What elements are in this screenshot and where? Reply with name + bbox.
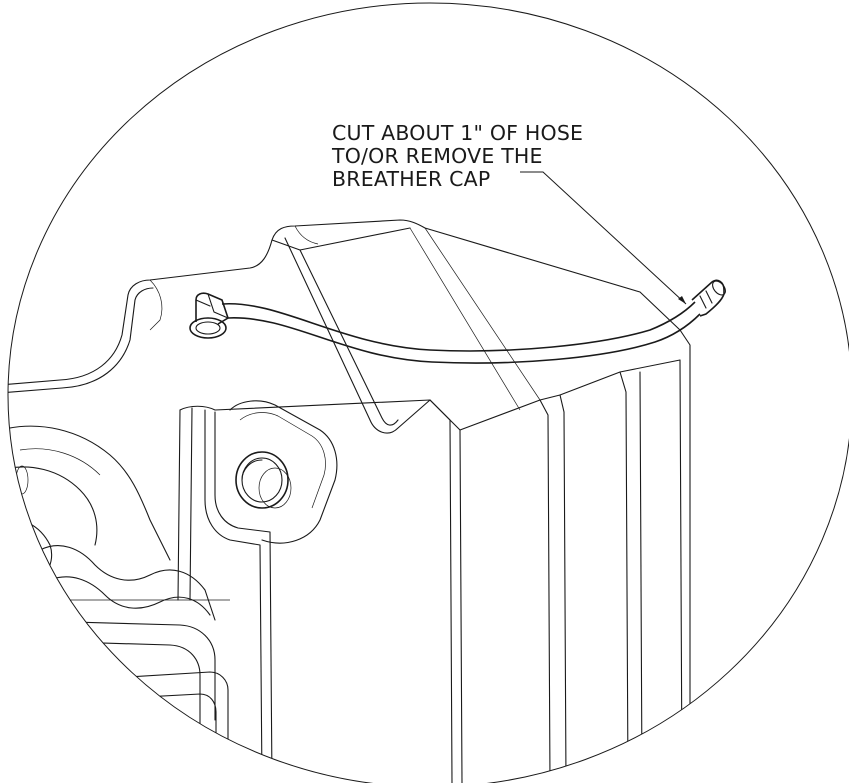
tank-top-outline <box>8 219 691 783</box>
detail-circle-outline <box>7 2 849 783</box>
callout-line-3: BREATHER CAP <box>332 167 491 191</box>
tank-ridge <box>284 237 431 434</box>
callout-label: CUT ABOUT 1" OF HOSE TO/OR REMOVE THE BR… <box>332 122 583 191</box>
callout-leader-line <box>520 171 687 305</box>
tank-side-wall <box>179 359 681 431</box>
breather-cap-icon <box>691 279 726 317</box>
drain-plug <box>235 451 292 509</box>
elbow-fitting-icon <box>189 292 229 339</box>
callout-line-1: CUT ABOUT 1" OF HOSE <box>332 121 584 145</box>
breather-hose-icon <box>221 301 696 352</box>
callout-line-2: TO/OR REMOVE THE <box>332 144 543 168</box>
